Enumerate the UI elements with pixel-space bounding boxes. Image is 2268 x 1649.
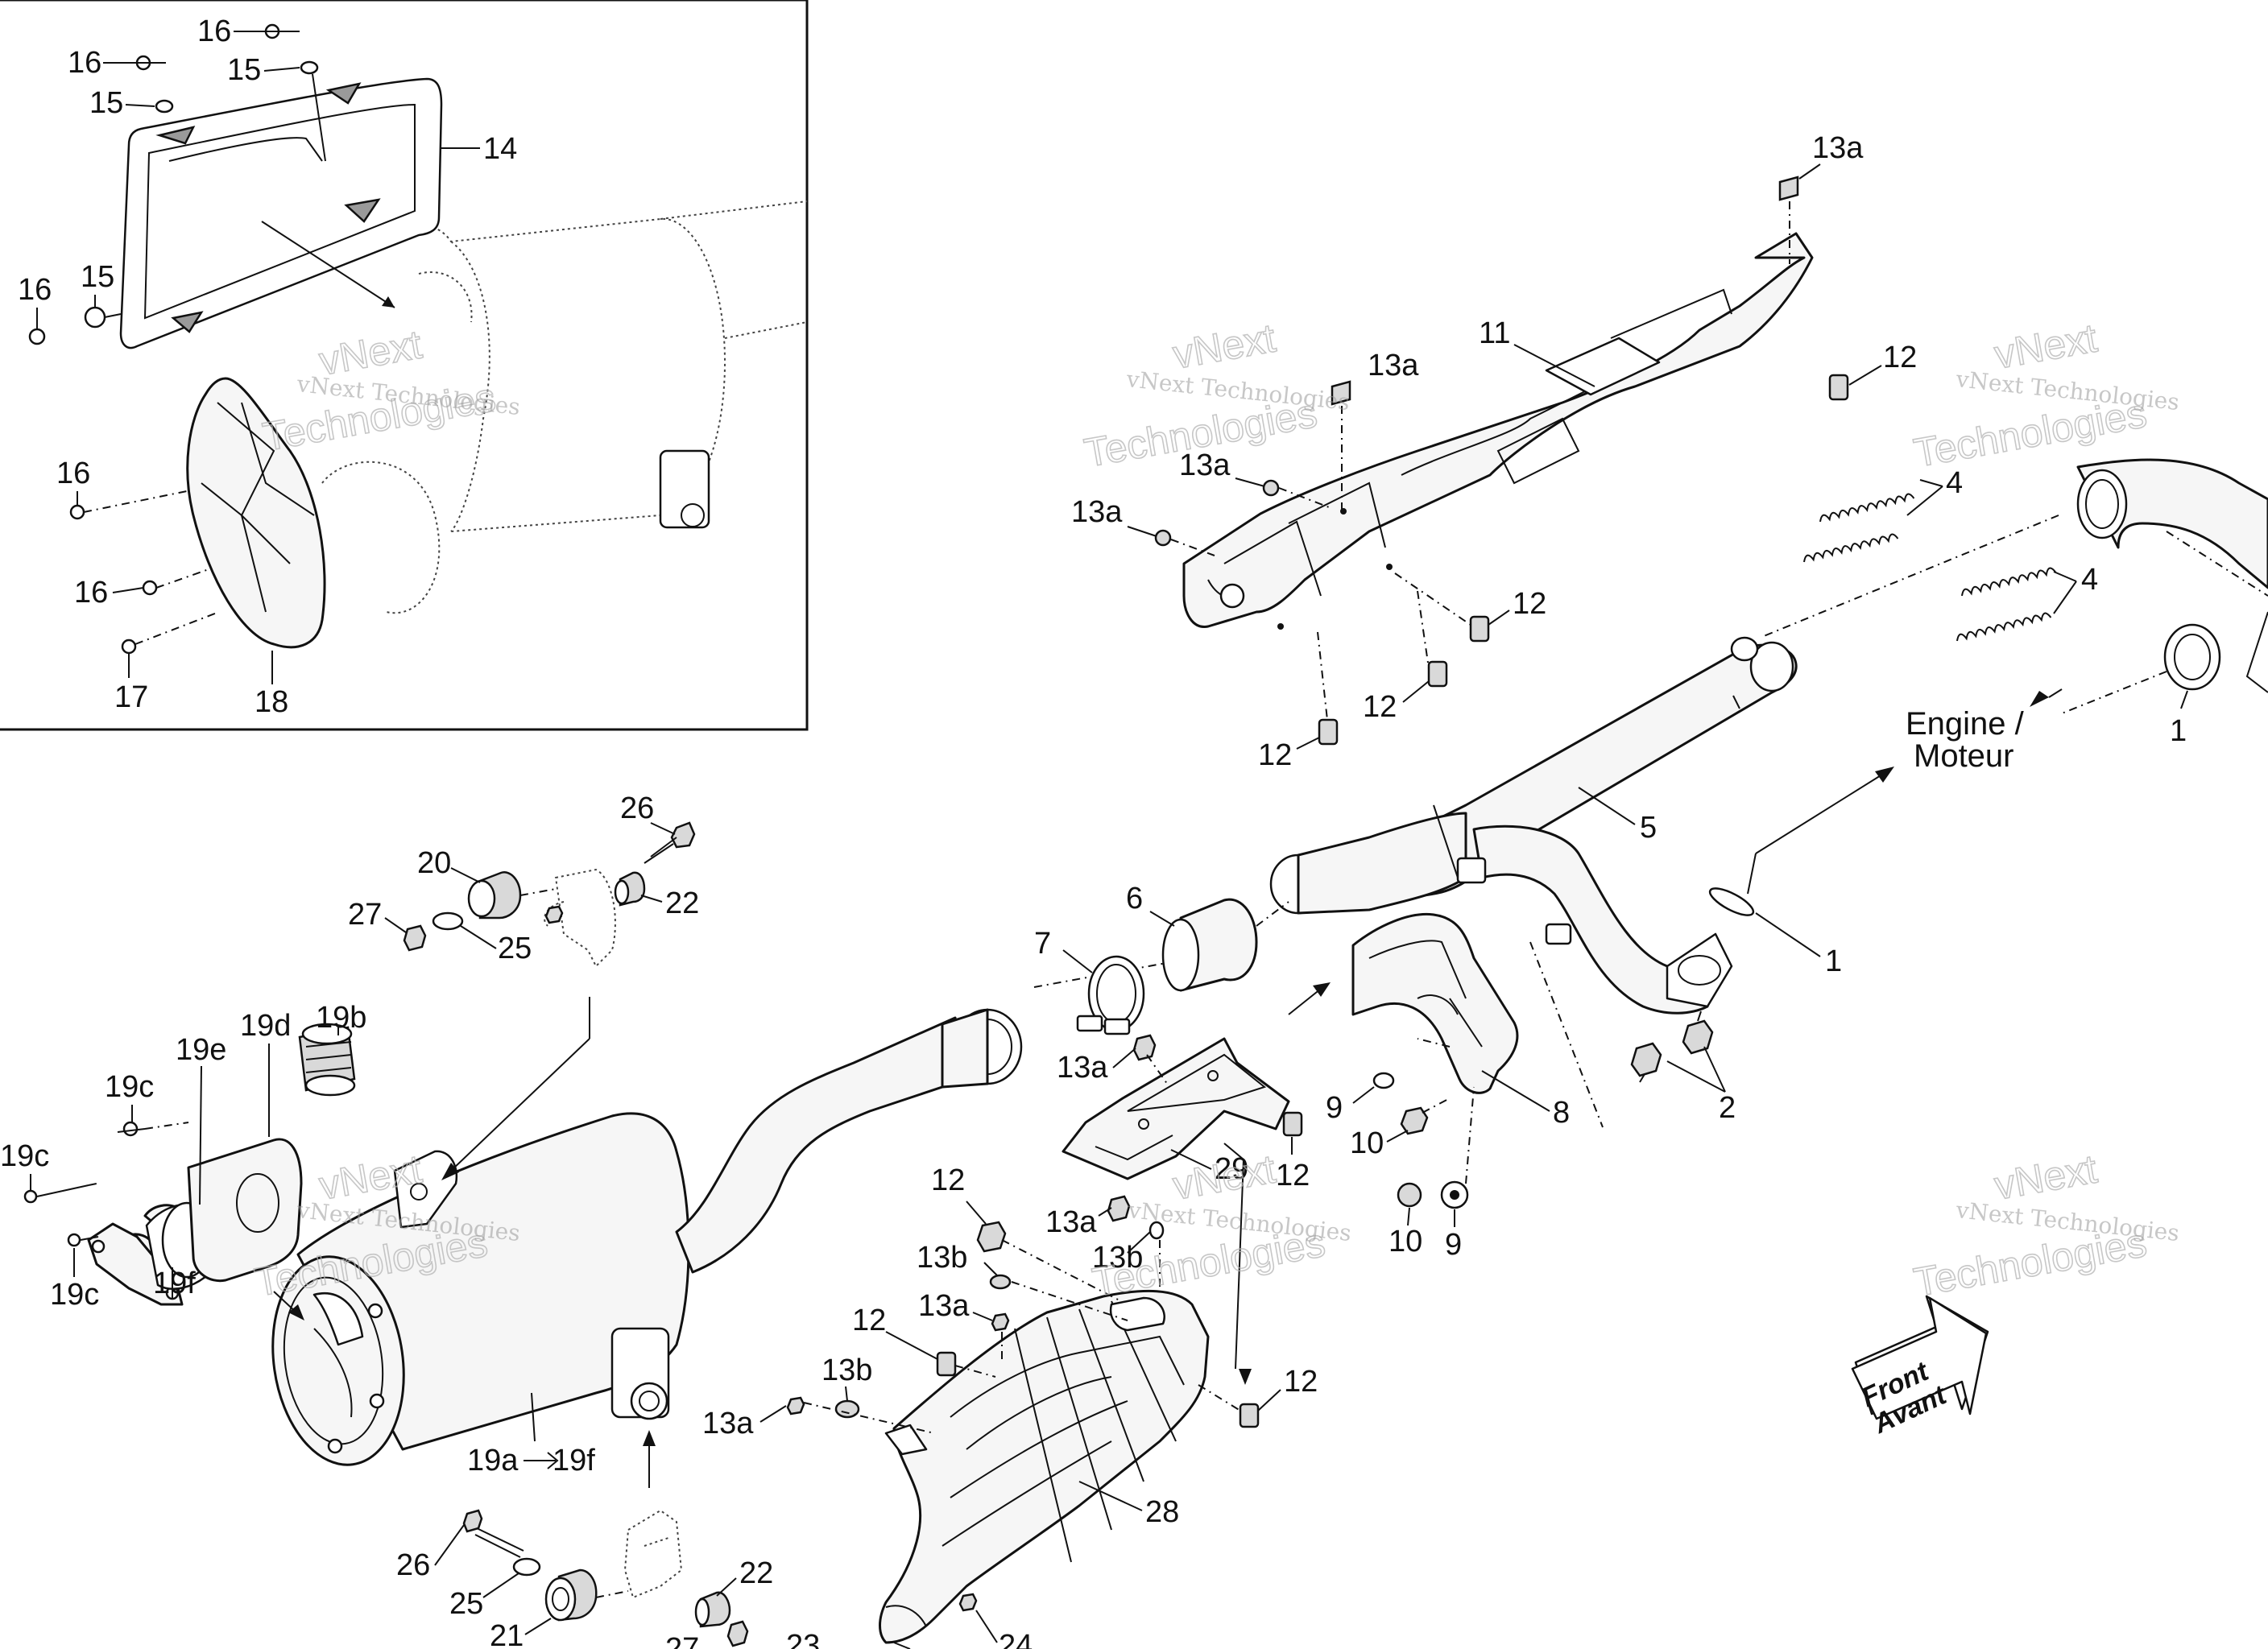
callout-9: 9 — [1445, 1228, 1462, 1262]
clamp-7 — [1076, 955, 1145, 1035]
lower-hanger — [462, 1509, 749, 1647]
callout-1: 1 — [2170, 714, 2187, 748]
callout-27: 27 — [348, 898, 382, 932]
callout-15: 15 — [227, 53, 261, 87]
callout-11: 11 — [1479, 316, 1510, 350]
nuts-2 — [1630, 1010, 1714, 1083]
header-pipe — [2076, 458, 2268, 693]
callout-12: 12 — [1513, 587, 1546, 621]
inset-fasteners — [28, 23, 326, 655]
callout-22: 22 — [665, 886, 699, 920]
heat-shield-28 — [879, 1290, 1210, 1649]
callout-16: 16 — [68, 46, 101, 80]
detail-inset: 16 15 16 15 14 16 15 16 16 17 18 — [0, 0, 809, 731]
gasket-1-upper — [2163, 623, 2221, 691]
callout-15: 15 — [81, 260, 114, 294]
watermark-brand: vNext — [1991, 315, 2100, 377]
callout-27: 27 — [665, 1632, 699, 1649]
gasket-1-lower — [1708, 887, 1755, 916]
callout-25: 25 — [498, 932, 532, 965]
muffler-19 — [271, 1112, 690, 1466]
callout-12: 12 — [931, 1163, 965, 1197]
callout-16: 16 — [197, 14, 231, 48]
callout-19c: 19c — [105, 1070, 154, 1104]
callout-12: 12 — [1258, 738, 1292, 772]
callout-13a: 13a — [918, 1289, 970, 1323]
heat-shield-plate-14 — [119, 77, 443, 349]
watermark-brand: vNext — [1991, 1146, 2100, 1208]
callout-19c: 19c — [50, 1278, 99, 1312]
callout-6: 6 — [1126, 882, 1143, 915]
callout-19f-range: 19f — [553, 1444, 595, 1477]
heat-shield-8 — [1351, 912, 1519, 1094]
callout-9: 9 — [1326, 1091, 1343, 1125]
callout-12: 12 — [1284, 1365, 1318, 1399]
front-arrow-shape — [1851, 1296, 1988, 1420]
heat-shield-11 — [1182, 232, 1814, 630]
callout-19e: 19e — [176, 1033, 226, 1067]
callout-20: 20 — [417, 846, 451, 880]
callout-10: 10 — [1389, 1225, 1422, 1258]
engine-label: Moteur — [1914, 738, 2014, 774]
callout-23: 23 — [786, 1629, 820, 1649]
callout-14: 14 — [483, 132, 517, 166]
callout-19a: 19a — [467, 1444, 519, 1477]
callout-15: 15 — [89, 86, 123, 120]
callout-26: 26 — [620, 791, 654, 825]
upper-hanger — [403, 821, 696, 968]
callout-5: 5 — [1640, 811, 1657, 845]
watermark-brand: vNext — [1169, 315, 1279, 377]
callout-12: 12 — [1363, 690, 1397, 724]
callout-10: 10 — [1350, 1126, 1384, 1160]
callout-19d: 19d — [240, 1009, 291, 1043]
callout-19f: 19f — [153, 1267, 196, 1300]
muffler-outlet-pipe — [675, 1008, 1023, 1274]
callout-24: 24 — [999, 1629, 1033, 1649]
callout-8: 8 — [1553, 1096, 1570, 1130]
callout-26: 26 — [396, 1548, 430, 1582]
callout-13a: 13a — [1045, 1205, 1097, 1239]
callout-16: 16 — [56, 457, 90, 490]
mid-pipe-5 — [1269, 636, 1798, 1128]
callout-13a: 13a — [1368, 349, 1419, 382]
tail-parts-19 — [23, 1023, 356, 1306]
callout-13a: 13a — [1057, 1051, 1108, 1085]
watermark-brand: vNext — [1169, 1146, 1279, 1208]
callout-16: 16 — [74, 576, 108, 610]
callout-25: 25 — [449, 1587, 483, 1621]
callout-12: 12 — [852, 1304, 886, 1337]
callout-16: 16 — [18, 273, 52, 307]
callout-13a: 13a — [1071, 495, 1123, 529]
callout-1: 1 — [1825, 944, 1842, 978]
callout-13a: 13a — [1812, 131, 1864, 165]
callout-4: 4 — [2081, 563, 2098, 597]
callout-21: 21 — [490, 1619, 524, 1649]
bracket-29 — [1062, 1034, 1303, 1180]
sleeve-6 — [1161, 898, 1258, 992]
end-cap-18 — [186, 377, 326, 649]
callout-19b: 19b — [316, 1001, 366, 1035]
callout-4: 4 — [1946, 466, 1963, 500]
callout-7: 7 — [1034, 927, 1051, 961]
callout-2: 2 — [1719, 1091, 1736, 1125]
springs-4 — [1803, 493, 2057, 642]
callout-12: 12 — [1883, 341, 1917, 374]
callout-13b: 13b — [822, 1354, 872, 1387]
callout-13a: 13a — [1179, 448, 1231, 482]
callout-17: 17 — [114, 680, 148, 714]
engine-label: Engine / — [1906, 706, 2025, 742]
heat-shield-11-fasteners — [1154, 176, 1849, 746]
callout-19c: 19c — [0, 1139, 49, 1173]
callout-13b: 13b — [917, 1241, 967, 1275]
callout-12: 12 — [1276, 1159, 1310, 1192]
callout-13a: 13a — [702, 1407, 754, 1440]
hardware-9-10 — [1372, 1072, 1475, 1209]
heat-shield-28-fasteners — [786, 1143, 1260, 1612]
callout-18: 18 — [255, 685, 288, 719]
callout-22: 22 — [739, 1556, 773, 1590]
callout-28: 28 — [1145, 1495, 1179, 1529]
